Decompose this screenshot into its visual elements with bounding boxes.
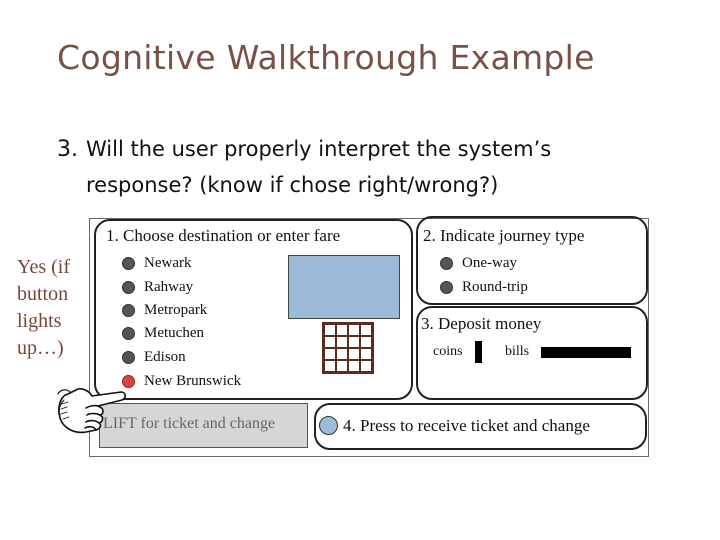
journey-indicator [440, 256, 453, 270]
keypad-key[interactable] [336, 324, 348, 336]
question-line-2: response? (know if chose right/wrong?) [86, 173, 499, 197]
keypad-key[interactable] [348, 348, 360, 360]
destination-indicator [122, 350, 135, 364]
destination-button-edison[interactable]: Edison [122, 346, 186, 368]
journey-type-title: 2. Indicate journey type [423, 226, 585, 245]
destination-button-metropark[interactable]: Metropark [122, 299, 207, 321]
journey-button-one-way[interactable]: One-way [440, 252, 517, 274]
question-number: 3. [57, 137, 78, 162]
receive-ticket-label: 4. Press to receive ticket and change [343, 416, 590, 435]
slide-title: Cognitive Walkthrough Example [57, 38, 595, 77]
destination-label: Metuchen [144, 324, 204, 341]
journey-type-panel [416, 216, 648, 305]
keypad-key[interactable] [348, 360, 360, 372]
destination-indicator [122, 280, 135, 294]
destination-indicator [122, 303, 135, 317]
destination-button-rahway[interactable]: Rahway [122, 276, 193, 298]
question-line-1: Will the user properly interpret the sys… [86, 137, 552, 161]
keypad-key[interactable] [336, 360, 348, 372]
keypad-key[interactable] [348, 336, 360, 348]
coin-slot[interactable] [475, 341, 482, 363]
keypad-key[interactable] [324, 360, 336, 372]
keypad-key[interactable] [360, 348, 372, 360]
annotation-line: up…) [17, 337, 64, 359]
annotation-line: button [17, 283, 69, 305]
destination-indicator [122, 256, 135, 270]
annotation-text: Yes (if button lights up…) [17, 254, 97, 362]
receive-panel [314, 403, 647, 450]
destination-label: Edison [144, 348, 186, 365]
destination-button-new-brunswick[interactable]: New Brunswick [122, 370, 241, 392]
receive-ticket-button[interactable] [319, 416, 338, 435]
keypad-key[interactable] [324, 348, 336, 360]
destination-indicator [122, 326, 135, 340]
destination-label: Metropark [144, 301, 208, 318]
keypad-key[interactable] [360, 360, 372, 372]
pointing-hand-icon [57, 388, 127, 434]
keypad-key[interactable] [336, 336, 348, 348]
journey-button-round-trip[interactable]: Round-trip [440, 276, 528, 298]
coins-label: coins [433, 344, 463, 359]
bill-slot[interactable] [541, 347, 631, 358]
journey-label: One-way [462, 254, 517, 271]
keypad-key[interactable] [324, 336, 336, 348]
keypad-key[interactable] [360, 324, 372, 336]
annotation-line: Yes (if [17, 256, 70, 278]
destination-indicator-lit [122, 374, 135, 388]
destination-label: Newark [144, 254, 192, 271]
deposit-title: 3. Deposit money [421, 314, 542, 333]
annotation-line: lights [17, 310, 62, 332]
destination-button-newark[interactable]: Newark [122, 252, 191, 274]
keypad-key[interactable] [324, 324, 336, 336]
bills-label: bills [505, 344, 530, 359]
destination-panel-title: 1. Choose destination or enter fare [106, 226, 341, 245]
destination-label: New Brunswick [144, 372, 242, 389]
keypad-key[interactable] [348, 324, 360, 336]
ticket-tray-label: LIFT for ticket and change [103, 415, 276, 432]
fare-keypad[interactable] [322, 322, 374, 374]
ticket-machine-frame [89, 218, 649, 457]
destination-button-metuchen[interactable]: Metuchen [122, 322, 204, 344]
destination-panel [94, 219, 413, 400]
deposit-panel [416, 306, 648, 400]
fare-display [288, 255, 400, 319]
keypad-key[interactable] [336, 348, 348, 360]
journey-indicator [440, 280, 453, 294]
journey-label: Round-trip [462, 278, 528, 295]
keypad-key[interactable] [360, 336, 372, 348]
destination-label: Rahway [144, 278, 194, 295]
